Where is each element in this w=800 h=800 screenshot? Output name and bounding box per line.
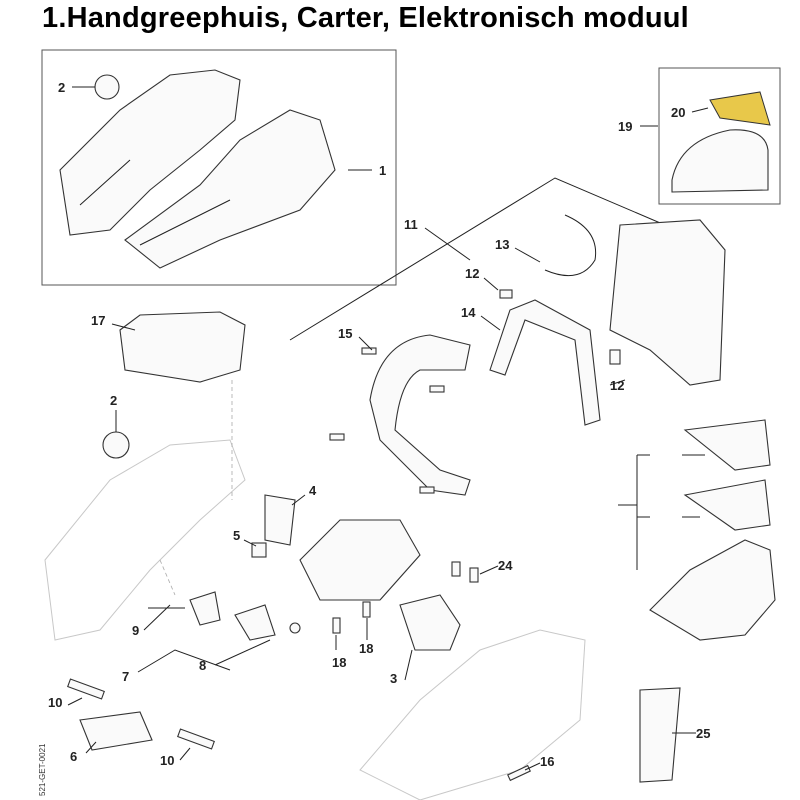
callout-24: 24 [498,558,513,573]
clip-part-12b [609,349,621,365]
callout-18a: 18 [332,655,346,670]
gasket-part-2b [102,431,130,459]
part-5 [251,542,267,558]
callout-2b: 2 [110,393,117,408]
carrier-part [299,519,421,601]
spring-part [289,622,301,634]
callout-11: 11 [404,217,418,232]
grease-tube-part-25 [639,687,681,783]
callout-12b: 12 [610,378,624,393]
callout-16: 16 [540,754,554,769]
group-box-kit-19 [658,67,781,205]
group-box-housing [41,49,397,286]
screw-part-18a [332,617,341,634]
callout-17: 17 [91,313,105,328]
front-handle-part-11 [369,219,726,496]
callout-3: 3 [390,671,397,686]
callout-9: 9 [132,623,139,638]
cable-part-13 [544,214,597,277]
screw-part-16 [507,764,531,782]
label-sticker-b [683,479,771,531]
callout-18b: 18 [359,641,373,656]
document-id: 521-GET-0021 [38,743,47,796]
callout-19: 19 [618,119,632,134]
callout-5: 5 [233,528,240,543]
housing-ghost-upper [44,439,246,641]
handle-housing-part-1 [59,69,336,269]
module-part-3 [399,594,461,651]
strip-part-10a [67,678,105,700]
callout-15: 15 [338,326,352,341]
callout-10a: 10 [48,695,62,710]
cover-part-right [649,539,776,641]
callout-7: 7 [122,669,129,684]
callout-labels: 2 1 19 20 11 13 12 14 15 12 17 2 4 5 24 … [48,80,710,769]
callout-8: 8 [199,658,206,673]
callout-20: 20 [671,105,685,120]
trigger-part-4 [264,494,296,546]
callout-6: 6 [70,749,77,764]
screw-part-18b [362,601,371,618]
callout-10b: 10 [160,753,174,768]
cover-part-19 [671,129,769,193]
screws-part-15 [329,347,445,494]
trigger-part-8 [234,604,276,641]
callout-12: 12 [465,266,479,281]
clip-part-12 [499,289,513,299]
callout-2: 2 [58,80,65,95]
callout-14: 14 [461,305,476,320]
label-sticker-a [683,419,771,471]
housing-ghost-lower [359,629,586,800]
callout-1: 1 [379,163,386,178]
screw-part-24a [451,561,461,577]
part-6 [79,711,153,751]
callout-4: 4 [309,483,317,498]
strip-part-10b [177,728,215,750]
page-title: 1.Handgreephuis, Carter, Elektronisch mo… [42,2,689,34]
label-sticker-part-20 [709,91,771,126]
lever-part-9 [189,591,221,626]
callout-13: 13 [495,237,509,252]
cover-part-17 [119,311,246,383]
screw-part-24b [469,567,479,583]
gasket-part-2 [94,74,120,100]
callout-25: 25 [696,726,710,741]
